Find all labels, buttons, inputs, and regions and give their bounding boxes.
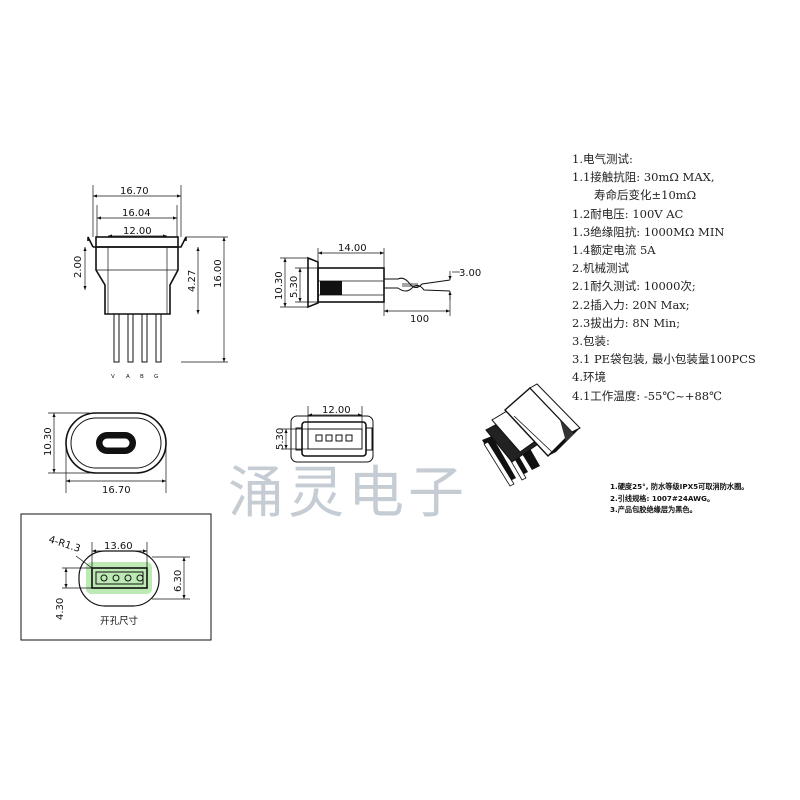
dim-plug-12-00: 12.00 (322, 405, 351, 416)
spec-line: 2.3拔出力: 8N Min; (572, 315, 681, 330)
note-line: 3.产品包胶绝缘层为黑色。 (610, 505, 697, 514)
spec-line: 3.包装: (572, 334, 610, 349)
dim-side-5-30: 5.30 (289, 276, 300, 298)
cutout-slot (91, 567, 148, 589)
dim-front-16-70: 16.70 (120, 186, 149, 197)
dim-side-14-00: 14.00 (338, 243, 367, 254)
dim-end-16-70: 16.70 (102, 485, 131, 496)
plug-contacts (307, 428, 363, 450)
dim-cutout-13-60: 13.60 (104, 541, 133, 552)
side-wire-mid (402, 283, 418, 287)
end-socket-slot (101, 437, 131, 449)
front-view: V A B G 16.70 16.04 12.00 2.00 4.27 16.0… (73, 185, 228, 380)
dim-front-2-00: 2.00 (73, 256, 84, 278)
spec-line: 1.电气测试: (572, 152, 633, 166)
dim-front-16-00: 16.00 (213, 259, 224, 288)
pin-label-b: B (140, 374, 144, 380)
spec-line: 2.2插入力: 20N Max; (572, 297, 690, 312)
spec-line: 2.机械测试 (572, 261, 629, 276)
plug-tab-right (365, 427, 373, 451)
pin-label-v: V (111, 374, 115, 380)
end-view: 10.30 16.70 (43, 412, 167, 496)
iso-view (482, 383, 581, 487)
dim-cutout-6-30: 6.30 (173, 570, 184, 592)
dim-end-10-30: 10.30 (43, 427, 54, 456)
plug-view: 12.00 5.30 (275, 405, 374, 463)
notes-list: 1.硬度25°, 防水等级IPX5可取消防水圈。 2.引线规格: 1007#24… (610, 481, 748, 516)
side-flange (307, 256, 319, 309)
front-body (95, 247, 179, 315)
dim-front-12-00: 12.00 (123, 226, 152, 237)
note-line: 2.引线规格: 1007#24AWG。 (610, 493, 715, 503)
pin-label-a: A (126, 374, 130, 380)
dim-cutout-radius: 4-R1.3 (47, 534, 82, 555)
note-line: 1.硬度25°, 防水等级IPX5可取消防水圈。 (610, 482, 749, 491)
dim-side-3-00: 3.00 (459, 268, 481, 279)
front-pins (113, 313, 162, 363)
spec-line: 1.1接触抗阻: 30mΩ MAX, (572, 170, 715, 185)
spec-line: 1.2耐电压: 100V AC (572, 206, 684, 221)
spec-list: 1.电气测试: 1.1接触抗阻: 30mΩ MAX, 寿命后变化±10mΩ 1.… (572, 150, 756, 405)
pin-label-g: G (154, 374, 158, 380)
spec-line: 1.3绝缘阻抗: 1000MΩ MIN (572, 224, 725, 239)
cutout-frame (20, 513, 212, 641)
side-view: 14.00 3.00 100 10.30 5.30 (274, 243, 481, 325)
spec-line: 寿命后变化±10mΩ (594, 188, 697, 203)
dim-front-16-04: 16.04 (122, 208, 151, 219)
spec-line: 4.环境 (572, 370, 606, 385)
cutout-view: 13.60 6.30 4.30 4-R1.3 (20, 513, 212, 641)
dim-side-10-30: 10.30 (274, 271, 285, 300)
plug-tab-left (295, 427, 303, 451)
dim-front-4-27: 4.27 (187, 270, 198, 292)
spec-line: 4.1工作温度: -55℃~+88℃ (572, 388, 722, 403)
side-wire-bottom (384, 284, 451, 292)
dim-cutout-4-30: 4.30 (55, 598, 66, 620)
spec-line: 2.1耐久测试: 10000次; (572, 279, 696, 294)
spec-line: 3.1 PE袋包装, 最小包装量100PCS (572, 352, 756, 367)
dim-plug-5-30: 5.30 (275, 428, 286, 450)
watermark: 涌灵电子 (228, 461, 468, 526)
end-inner (70, 417, 162, 469)
dim-side-100: 100 (410, 314, 429, 325)
spec-line: 1.4额定电流 5A (572, 243, 656, 258)
side-black-insert (320, 281, 342, 295)
side-body (317, 267, 385, 303)
cutout-label: 开孔尺寸 (100, 616, 139, 627)
front-flange-rect (95, 236, 179, 248)
front-flange (87, 236, 187, 248)
